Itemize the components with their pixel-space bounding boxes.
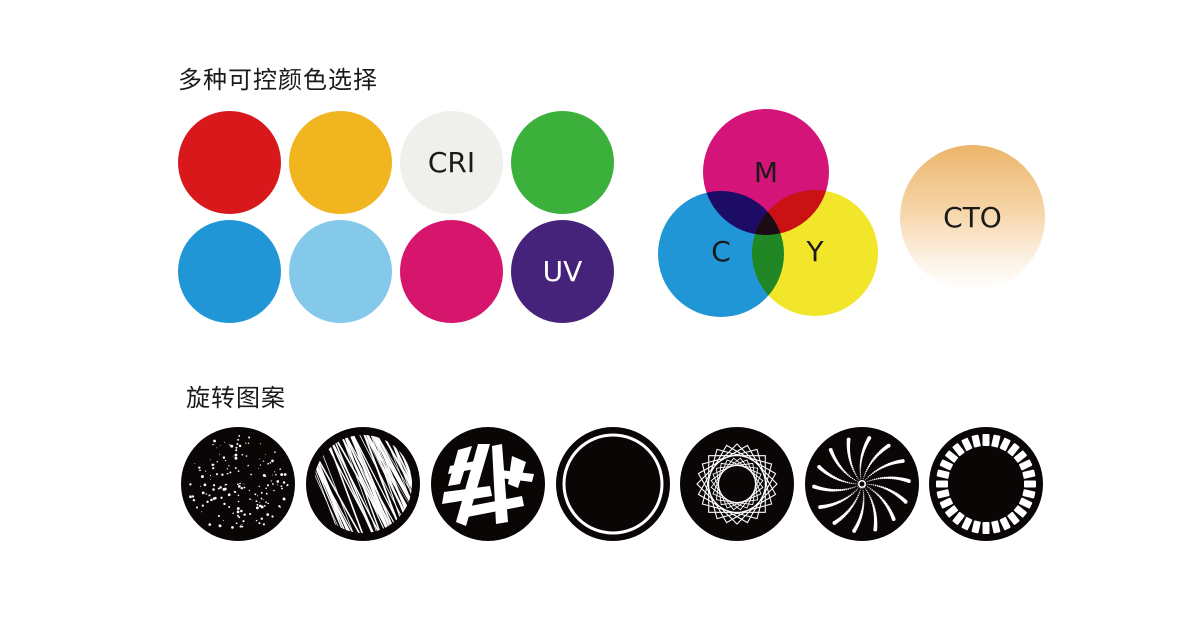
gobo-star-polygon[interactable]	[679, 426, 795, 542]
y-label: Y	[805, 235, 824, 268]
swatch-uv[interactable]: UV	[511, 220, 614, 323]
colors-section-title: 多种可控颜色选择	[178, 66, 378, 94]
gobo-shards[interactable]	[430, 426, 546, 542]
swatch-cri[interactable]: CRI	[400, 111, 503, 214]
swatch-light-blue[interactable]	[289, 220, 392, 323]
gobo-ring[interactable]	[555, 426, 671, 542]
magenta-circle	[703, 109, 829, 235]
m-label: M	[754, 156, 778, 189]
gobo-spiral-dots[interactable]	[804, 426, 920, 542]
swatch-green[interactable]	[511, 111, 614, 214]
cto-gradient-circle[interactable]: CTO	[900, 145, 1045, 290]
swatch-amber[interactable]	[289, 111, 392, 214]
c-label: C	[711, 235, 731, 268]
swatch-red[interactable]	[178, 111, 281, 214]
cmy-mixing-diagram: M C Y	[658, 109, 878, 317]
gobo-scratches[interactable]	[305, 426, 421, 542]
swatch-label-uv: UV	[542, 255, 583, 288]
swatch-blue[interactable]	[178, 220, 281, 323]
gobo-dash-ring[interactable]	[928, 426, 1044, 542]
cto-label: CTO	[943, 201, 1002, 234]
gobo-stars[interactable]	[180, 426, 296, 542]
swatch-magenta[interactable]	[400, 220, 503, 323]
swatch-label-cri: CRI	[427, 146, 476, 179]
gobos-section-title: 旋转图案	[186, 384, 286, 412]
